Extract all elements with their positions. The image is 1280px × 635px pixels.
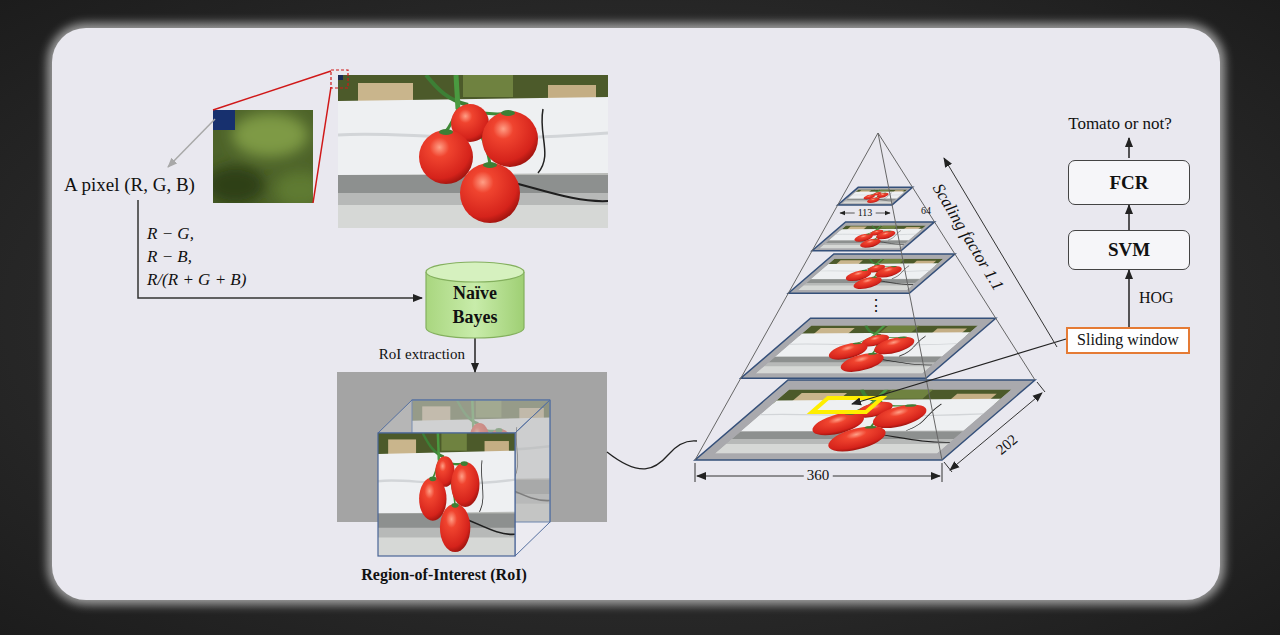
zoom-line xyxy=(213,71,331,110)
cylinder-top xyxy=(426,262,524,282)
node-label: SVM xyxy=(1108,239,1150,261)
line-part xyxy=(950,393,1042,470)
text-label: A pixel (R, G, B) xyxy=(64,174,195,196)
zoom-box xyxy=(331,70,348,88)
output-arrow xyxy=(1128,138,1130,158)
use-part xyxy=(838,187,913,205)
ellipse-part xyxy=(275,172,313,203)
dimension-label: 360 xyxy=(804,467,833,484)
use-part xyxy=(788,254,955,293)
sliding-window-mark xyxy=(812,398,882,412)
process-box: SVM xyxy=(1068,230,1190,270)
process-box: Sliding window xyxy=(1066,327,1190,354)
tomato-photo xyxy=(338,75,608,228)
pointer-arrow xyxy=(168,119,215,167)
edge-label: RoI extraction xyxy=(379,346,465,363)
line-part xyxy=(695,463,696,482)
line-part xyxy=(944,158,1057,347)
use-part xyxy=(378,433,515,556)
pixel-dot xyxy=(338,75,343,80)
region-caption: Region-of-Interest (RoI) xyxy=(361,566,526,584)
roi-picture xyxy=(337,372,607,556)
line-part xyxy=(944,462,952,472)
ellipse-part xyxy=(232,113,308,157)
classifier-cylinder: Naïve Bayes xyxy=(425,262,525,338)
formula: R − B, xyxy=(147,247,192,267)
rect-part xyxy=(213,110,235,130)
ellipse-part xyxy=(213,165,265,203)
line-part xyxy=(942,463,943,482)
roi-region: Region-of-Interest (RoI) xyxy=(337,372,607,522)
flow-curve xyxy=(607,441,697,469)
window-pointer xyxy=(852,339,1066,404)
dimension-label: 64 xyxy=(921,205,931,217)
node-label: Sliding window xyxy=(1077,331,1179,349)
flow-arrow xyxy=(474,338,476,372)
process-box: FCR xyxy=(1068,160,1190,205)
edge-label: HOG xyxy=(1139,289,1174,307)
flow-arrow xyxy=(1128,270,1130,327)
dimension-lines xyxy=(695,158,1057,482)
pixel-zoom xyxy=(213,110,313,203)
line-part xyxy=(878,133,942,460)
rect-part xyxy=(378,433,515,556)
formula: R − G, xyxy=(147,224,194,244)
line-part xyxy=(878,133,1035,380)
dimension-label: 113 xyxy=(855,207,876,219)
use-part xyxy=(741,318,996,378)
output-label: Tomato or not? xyxy=(1068,114,1172,134)
use-part xyxy=(695,380,1035,460)
node-label: FCR xyxy=(1109,172,1148,194)
polygon-part xyxy=(515,400,550,556)
use-part xyxy=(812,222,934,251)
line-part xyxy=(1037,382,1045,392)
flow-arrow xyxy=(1128,205,1130,230)
formula: R/(R + G + B) xyxy=(147,270,246,290)
ellipsis-mark: ⋮ xyxy=(868,297,884,315)
image-pyramid xyxy=(695,133,1035,460)
zoom-line xyxy=(313,87,331,203)
node-label: Naïve Bayes xyxy=(435,262,515,330)
feature-arrow xyxy=(138,200,422,298)
